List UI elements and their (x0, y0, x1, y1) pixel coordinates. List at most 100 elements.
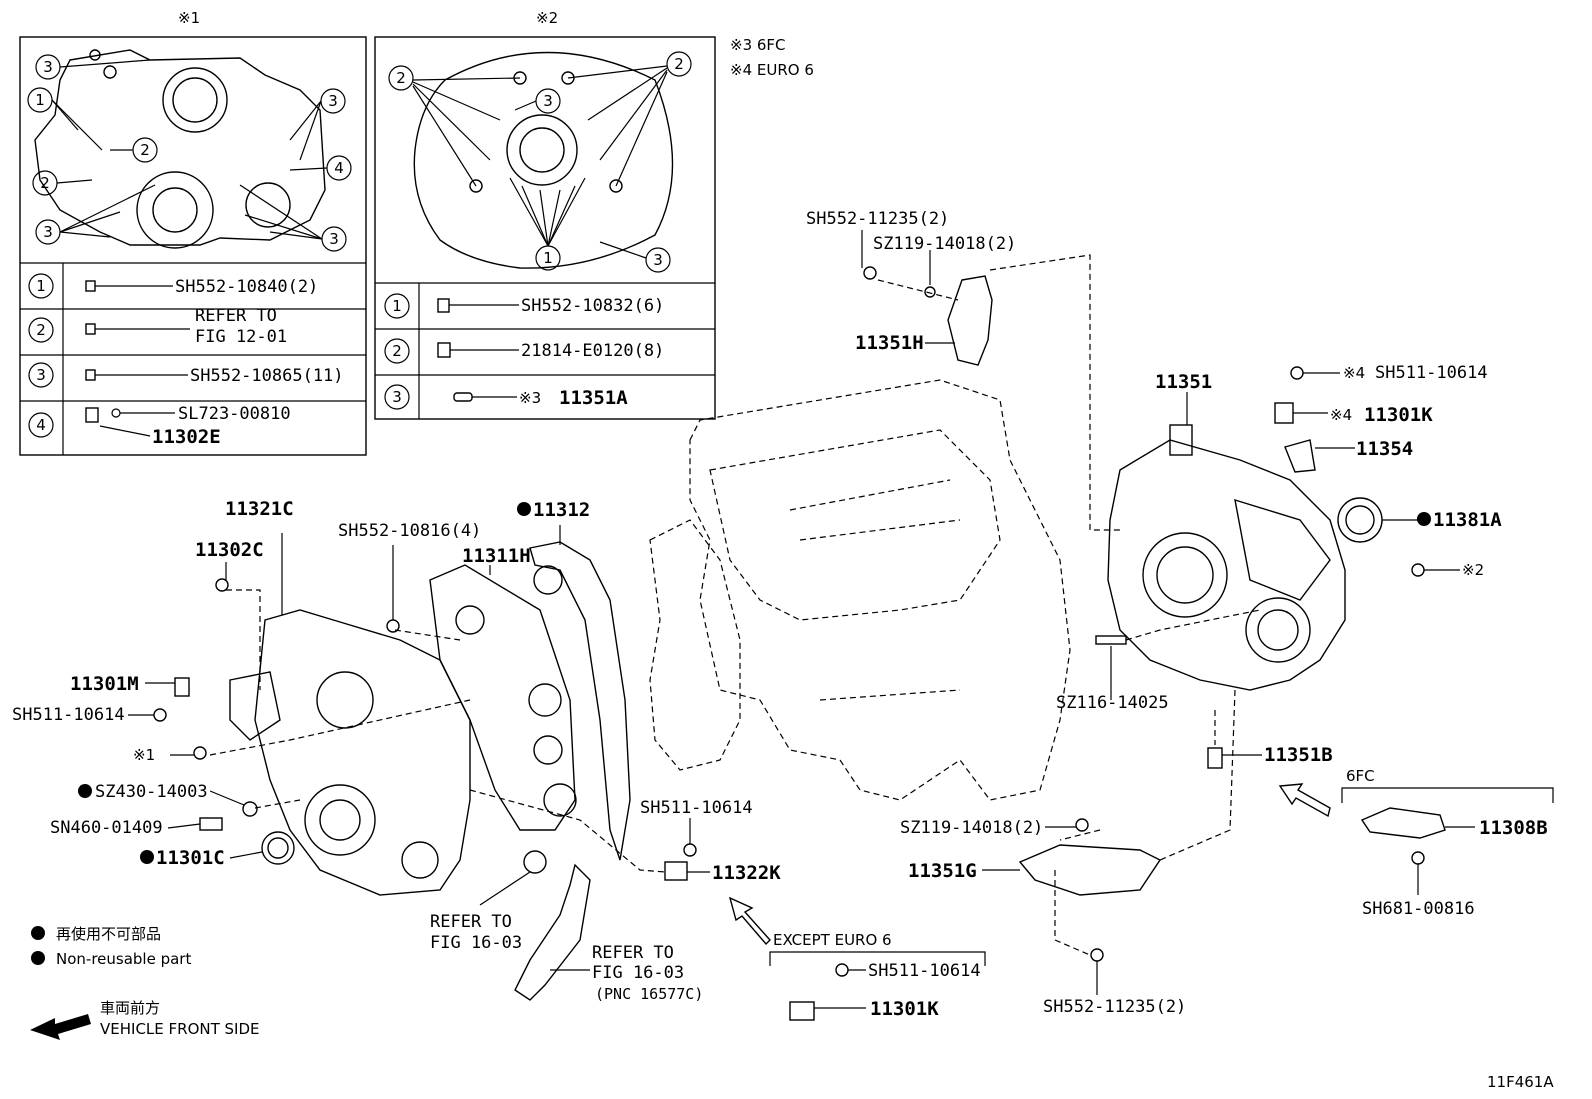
svg-text:2: 2 (40, 174, 50, 192)
label-sh552-11235-top: SH552-11235(2) (806, 209, 949, 229)
label-sh511-10614-mid: SH511-10614 (640, 798, 753, 818)
part-number: 11302E (152, 426, 221, 448)
row-number: 3 (392, 388, 402, 406)
timing-gear-case (229, 609, 471, 896)
inset-2: ※2 2 2 3 1 3 1 (374, 9, 716, 420)
label-refer-a-line2: FIG 16-03 (430, 933, 522, 953)
legend-nonreuse-jp: 再使用不可部品 (56, 925, 161, 943)
legend-nonreuse-en: Non-reusable part (56, 950, 191, 968)
non-reusable-dot (140, 850, 154, 864)
label-sh552-10816: SH552-10816(4) (338, 521, 481, 541)
label-11321C: 11321C (225, 498, 294, 520)
svg-text:3: 3 (543, 92, 553, 110)
label-mark1-left: ※1 (133, 746, 155, 764)
label-sh511-10614-top: SH511-10614 (1375, 363, 1488, 383)
label-11312: 11312 (533, 499, 590, 521)
refer-figure: FIG 12-01 (195, 327, 287, 347)
inset-1-row-1: 1 SH552-10840(2) (28, 273, 318, 299)
label-refer-a-line1: REFER TO (430, 912, 512, 932)
engine-block-outline (649, 379, 1071, 801)
inset-1-callouts: 3 1 2 2 3 3 4 3 (27, 54, 352, 252)
svg-text:3: 3 (653, 251, 663, 269)
label-11322K: 11322K (712, 862, 781, 884)
svg-text:1: 1 (35, 91, 45, 109)
label-11311H: 11311H (462, 545, 531, 567)
note-4: ※4 EURO 6 (730, 61, 814, 79)
label-6fc: 6FC (1346, 767, 1375, 785)
label-except-euro6: EXCEPT EURO 6 (773, 931, 892, 949)
label-11351B: 11351B (1264, 744, 1333, 766)
non-reusable-dot (517, 502, 531, 516)
inset-2-callouts: 2 2 3 1 3 (388, 51, 692, 273)
svg-text:3: 3 (43, 223, 53, 241)
label-sh681-00816: SH681-00816 (1362, 899, 1475, 919)
legend: 再使用不可部品 Non-reusable part 車両前方 VEHICLE F… (31, 925, 260, 1038)
svg-text:3: 3 (328, 92, 338, 110)
direction-arrows (30, 783, 1331, 1040)
svg-text:3: 3 (43, 58, 53, 76)
label-11351H: 11351H (855, 332, 924, 354)
svg-text:3: 3 (329, 230, 339, 248)
svg-text:1: 1 (543, 249, 553, 267)
label-11301K-top: 11301K (1364, 404, 1433, 426)
inset-2-mark: ※2 (536, 9, 558, 27)
part-number: SH552-10865(11) (190, 366, 344, 386)
gasket-11311H (429, 564, 577, 831)
legend-front-en: VEHICLE FRONT SIDE (100, 1020, 260, 1038)
assembly-lines (209, 254, 1261, 956)
inset-1-row-2: 2 REFER TO FIG 12-01 (28, 306, 287, 347)
label-11302C: 11302C (195, 539, 264, 561)
label-sz430-14003: SZ430-14003 (95, 782, 208, 802)
svg-text:2: 2 (674, 55, 684, 73)
small-parts (153, 366, 1446, 1021)
row-number: 3 (36, 366, 46, 384)
part-labels: SH552-11235(2) SZ119-14018(2) 11351H 113… (12, 209, 1548, 1020)
row-number: 2 (392, 342, 402, 360)
footnote-mark: ※4 (1330, 406, 1352, 424)
part-number: 11351A (559, 387, 628, 409)
label-sh511-10614-bottom: SH511-10614 (868, 961, 981, 981)
footnote-mark: ※4 (1343, 364, 1365, 382)
label-mark2-right: ※2 (1462, 561, 1484, 579)
inset-2-row-1: 1 SH552-10832(6) (384, 293, 664, 319)
label-sz119-14018-top: SZ119-14018(2) (873, 234, 1016, 254)
note-3: ※3 6FC (730, 36, 786, 54)
label-11308B: 11308B (1479, 817, 1548, 839)
non-reusable-dot (1417, 512, 1431, 526)
bracket-11351H (863, 266, 993, 366)
inset-1: ※1 3 1 2 2 3 3 (19, 9, 367, 456)
inset-2-row-2: 2 21814-E0120(8) (384, 338, 664, 364)
footnote-mark: ※3 (519, 389, 541, 407)
front-arrow-icon (30, 1014, 91, 1040)
non-reusable-dot (31, 926, 45, 940)
non-reusable-dot (31, 951, 45, 965)
label-11354: 11354 (1356, 438, 1413, 460)
label-sz116-14025: SZ116-14025 (1056, 693, 1169, 713)
svg-text:4: 4 (334, 159, 344, 177)
inset-1-row-3: 3 SH552-10865(11) (28, 362, 344, 388)
part-number: 21814-E0120(8) (521, 341, 664, 361)
row-number: 1 (392, 297, 402, 315)
label-11301M: 11301M (70, 673, 139, 695)
inset-2-row-3: 3 ※3 11351A (384, 384, 628, 410)
row-number: 4 (36, 416, 46, 434)
inset-1-engine-front (34, 49, 326, 249)
label-refer-b-line2: FIG 16-03 (592, 963, 684, 983)
flywheel-housing-11351 (1107, 424, 1346, 691)
part-number: SL723-00810 (178, 404, 291, 424)
label-sh552-11235-bottom: SH552-11235(2) (1043, 997, 1186, 1017)
label-11351: 11351 (1155, 371, 1212, 393)
gasket-11312 (529, 541, 631, 861)
pipe-refer (514, 850, 591, 1001)
label-11351G: 11351G (908, 860, 977, 882)
label-sh511-10614-left: SH511-10614 (12, 705, 125, 725)
label-refer-b-line3: (PNC 16577C) (595, 985, 703, 1003)
row-number: 2 (36, 321, 46, 339)
label-11301C: 11301C (156, 847, 225, 869)
refer-to: REFER TO (195, 306, 277, 326)
label-sn460-01409: SN460-01409 (50, 818, 163, 838)
part-number: SH552-10840(2) (175, 277, 318, 297)
non-reusable-dot (78, 784, 92, 798)
inset-1-row-4: 4 SL723-00810 11302E (28, 404, 291, 448)
